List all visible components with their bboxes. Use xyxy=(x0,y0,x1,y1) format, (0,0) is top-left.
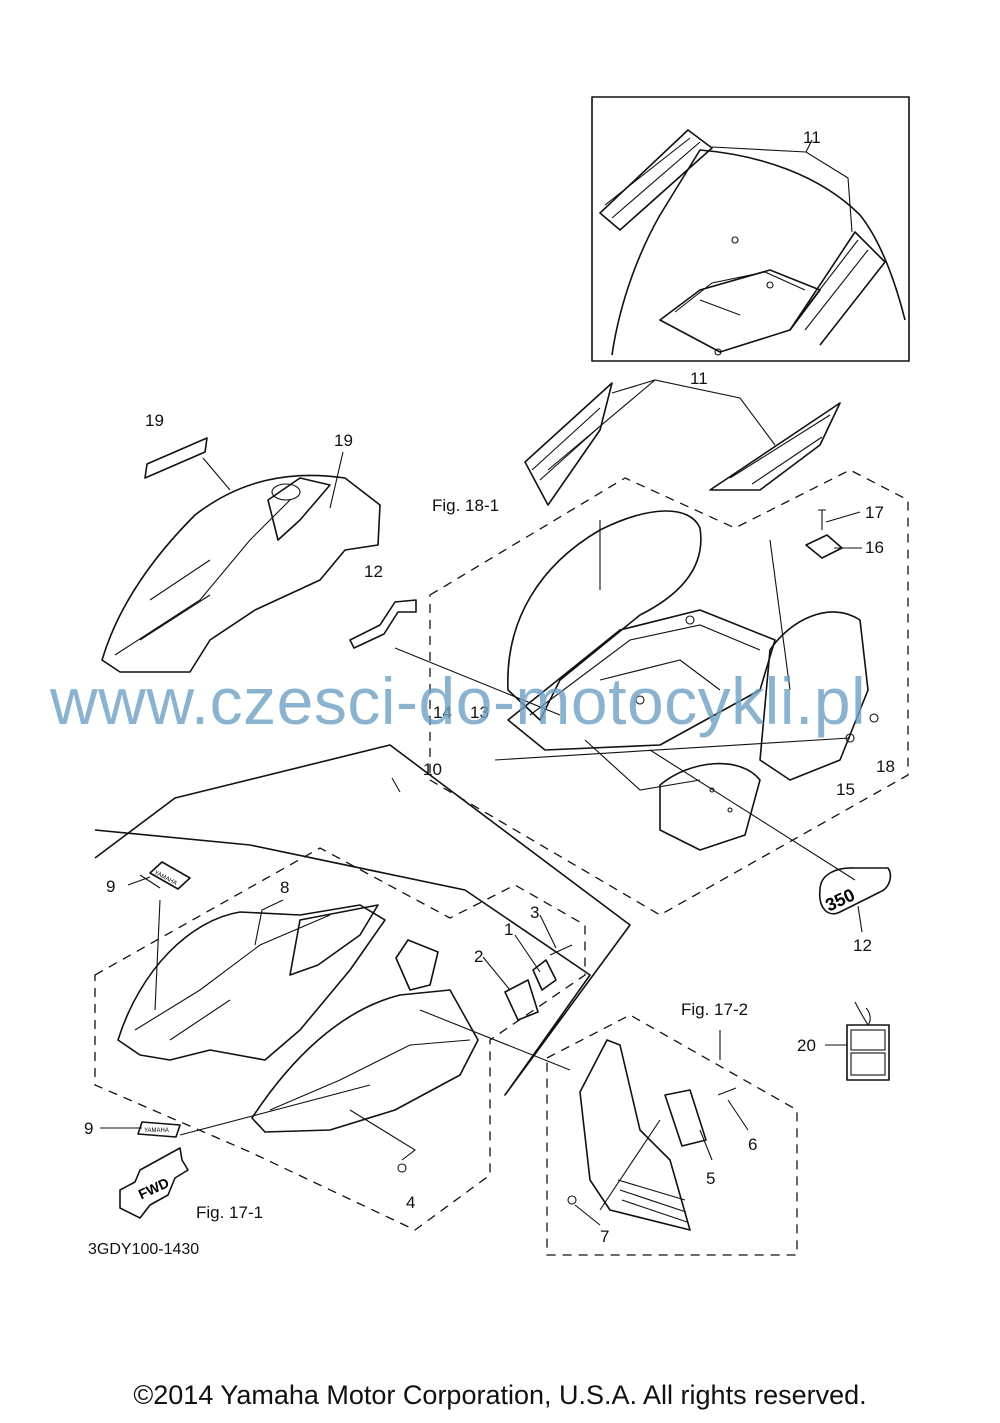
callout-20: 20 xyxy=(797,1036,816,1055)
copyright-notice: ©2014 Yamaha Motor Corporation, U.S.A. A… xyxy=(133,1380,867,1410)
drawing-code: 3GDY100-1430 xyxy=(88,1241,200,1258)
callout-11: 11 xyxy=(690,369,708,388)
callout-12-left: 12 xyxy=(364,562,383,581)
fig-18-1-label: Fig. 18-1 xyxy=(432,496,499,515)
callout-10: 10 xyxy=(423,760,442,779)
callout-16: 16 xyxy=(865,538,884,557)
small-hardware-right xyxy=(805,509,879,743)
badge-9-bottom-text: YAMAHA xyxy=(144,1128,169,1134)
decal-12-left xyxy=(349,599,417,649)
callout-19-right: 19 xyxy=(334,431,353,450)
callout-6: 6 xyxy=(748,1135,757,1154)
fig-17-2-label: Fig. 17-2 xyxy=(681,1000,748,1019)
callout-19-left: 19 xyxy=(145,411,164,430)
callout-8: 8 xyxy=(280,878,289,897)
front-fender-19 xyxy=(101,437,381,673)
callout-9-top: 9 xyxy=(106,877,115,896)
fwd-arrow-decal: FWD xyxy=(119,1147,189,1219)
callout-9-bottom: 9 xyxy=(84,1119,93,1138)
callout-13: 13 xyxy=(470,703,489,722)
callouts: 1 2 3 4 5 6 7 8 9 9 10 11 11 12 12 13 14… xyxy=(84,128,895,1246)
watermark: www.czesci-do-motocykli.pl xyxy=(50,664,867,738)
callout-3: 3 xyxy=(530,903,539,922)
fwd-text: FWD xyxy=(136,1174,172,1202)
yamaha-badges: YAMAHA YAMAHA xyxy=(100,861,191,1138)
mud-flap-assembly xyxy=(546,1014,798,1256)
callout-17: 17 xyxy=(865,503,884,522)
front-fender-assembly xyxy=(94,847,586,1231)
figure-labels: Fig. 18-1 Fig. 17-1 Fig. 17-2 xyxy=(196,496,748,1222)
callout-14: 14 xyxy=(433,703,452,722)
fig-17-1-label: Fig. 17-1 xyxy=(196,1203,263,1222)
callout-5: 5 xyxy=(706,1169,715,1188)
callout-4: 4 xyxy=(406,1193,415,1212)
emblem-350: 350 xyxy=(818,867,892,933)
callout-18: 18 xyxy=(876,757,895,776)
callout-15: 15 xyxy=(836,780,855,799)
rear-fender-assembly xyxy=(394,469,909,916)
callout-11-inset: 11 xyxy=(803,128,821,147)
side-decal-pair xyxy=(524,379,841,506)
badge-9-top-text: YAMAHA xyxy=(153,870,178,887)
emblem-350-text: 350 xyxy=(822,885,858,916)
callout-2: 2 xyxy=(474,947,483,966)
callout-12-right: 12 xyxy=(853,936,872,955)
tag-20 xyxy=(825,1001,890,1081)
decal-sheet-10 xyxy=(94,744,631,1096)
callout-7: 7 xyxy=(600,1227,609,1246)
inset-rear-fender-detail xyxy=(591,96,910,362)
callout-1: 1 xyxy=(504,920,513,939)
